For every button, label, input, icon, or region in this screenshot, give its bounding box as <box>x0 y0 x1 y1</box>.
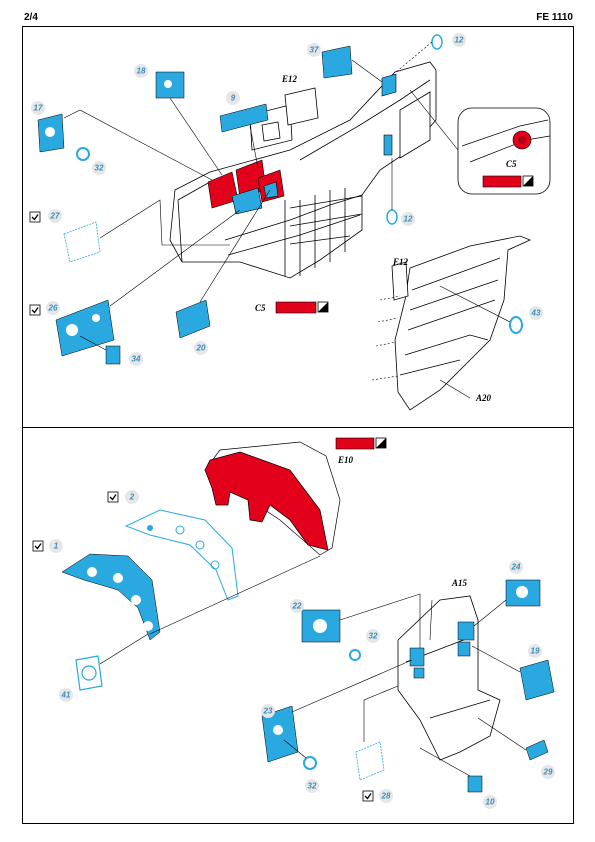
pe-part-32-mid <box>349 649 361 661</box>
part-number-12-top: 12 <box>455 36 464 45</box>
part-number-32-low: 32 <box>308 782 317 791</box>
part-number-17: 17 <box>34 104 43 113</box>
pe-part-26 <box>55 209 241 357</box>
part-number-32-mid: 32 <box>369 632 378 641</box>
part-number-43: 43 <box>531 309 541 318</box>
pe-part-29 <box>477 717 549 761</box>
part-number-10: 10 <box>486 798 495 807</box>
pe-part-23 <box>261 659 413 763</box>
pe-part-19 <box>471 645 555 701</box>
fold-icon <box>107 491 119 503</box>
pe-part-9 <box>219 103 269 169</box>
pe-part-41 <box>75 633 149 691</box>
part-number-19: 19 <box>531 647 540 656</box>
part-label-e10: E10 <box>337 455 354 465</box>
cockpit-sidewall-frame <box>169 61 437 279</box>
part-number-1: 1 <box>54 542 59 551</box>
paint-swatch-icon <box>482 175 522 188</box>
pe-part-12-ring <box>431 34 443 50</box>
part-number-26: 26 <box>48 304 58 313</box>
paint-code-c5: C5 <box>255 303 266 313</box>
part-number-34: 34 <box>132 355 141 364</box>
cockpit-tub-a15 <box>397 595 501 761</box>
pe-part-17 <box>37 109 213 181</box>
pe-part-43 <box>509 316 523 334</box>
part-label-e12-right: E12 <box>392 257 409 267</box>
part-number-20: 20 <box>196 344 206 353</box>
paint-swatch-icon <box>335 437 375 450</box>
part-number-2: 2 <box>129 493 135 502</box>
bw-swatch-icon <box>375 437 387 449</box>
pe-part-22 <box>301 593 421 648</box>
fold-icon <box>32 540 44 552</box>
part-number-29: 29 <box>543 768 553 777</box>
bottom-panel <box>22 428 574 824</box>
part-number-32-top: 32 <box>95 164 104 173</box>
page-number: 2/4 <box>24 12 38 23</box>
part-label-a15: A15 <box>451 578 468 588</box>
pe-part-37 <box>321 45 383 83</box>
part-number-12-lower: 12 <box>404 215 413 224</box>
part-number-18: 18 <box>137 67 146 76</box>
fold-icon <box>362 790 374 802</box>
part-label-a20: A20 <box>475 393 492 403</box>
part-number-23: 23 <box>263 707 273 716</box>
pe-part-32-low <box>303 756 317 770</box>
detail-magnifier <box>409 89 551 195</box>
blue-pe-on-frame <box>231 73 397 215</box>
pe-part-27 <box>63 199 230 263</box>
bw-swatch-icon <box>522 175 534 187</box>
fold-icon <box>29 304 41 316</box>
fold-icon <box>29 211 41 223</box>
part-number-27: 27 <box>50 212 60 221</box>
part-number-24: 24 <box>511 563 521 572</box>
paint-code-c5-detail: C5 <box>506 159 517 169</box>
pe-part-32-top <box>76 147 90 161</box>
pe-part-34 <box>79 335 121 365</box>
pe-part-24 <box>473 579 541 627</box>
top-panel <box>22 26 574 428</box>
part-number-37: 37 <box>310 46 319 55</box>
part-number-9: 9 <box>231 94 236 103</box>
pe-part-28 <box>355 685 399 781</box>
part-number-22: 22 <box>292 602 302 611</box>
pe-part-10 <box>419 747 483 793</box>
pe-part-1-panel <box>61 553 161 641</box>
set-code: FE 1110 <box>536 12 573 23</box>
paint-swatch-icon <box>275 301 317 314</box>
pe-part-12-ring-lower <box>386 209 398 225</box>
part-number-28: 28 <box>381 792 391 801</box>
bw-swatch-icon <box>317 301 329 313</box>
part-number-41: 41 <box>61 691 71 700</box>
pe-part-18 <box>155 71 223 176</box>
pe-part-2-panel <box>124 509 239 601</box>
cockpit-right-wall <box>391 235 532 411</box>
callout-bubble <box>307 43 321 57</box>
instrument-coaming-e10 <box>204 441 341 556</box>
pe-part-20 <box>175 189 271 339</box>
part-label-e12: E12 <box>281 74 298 84</box>
